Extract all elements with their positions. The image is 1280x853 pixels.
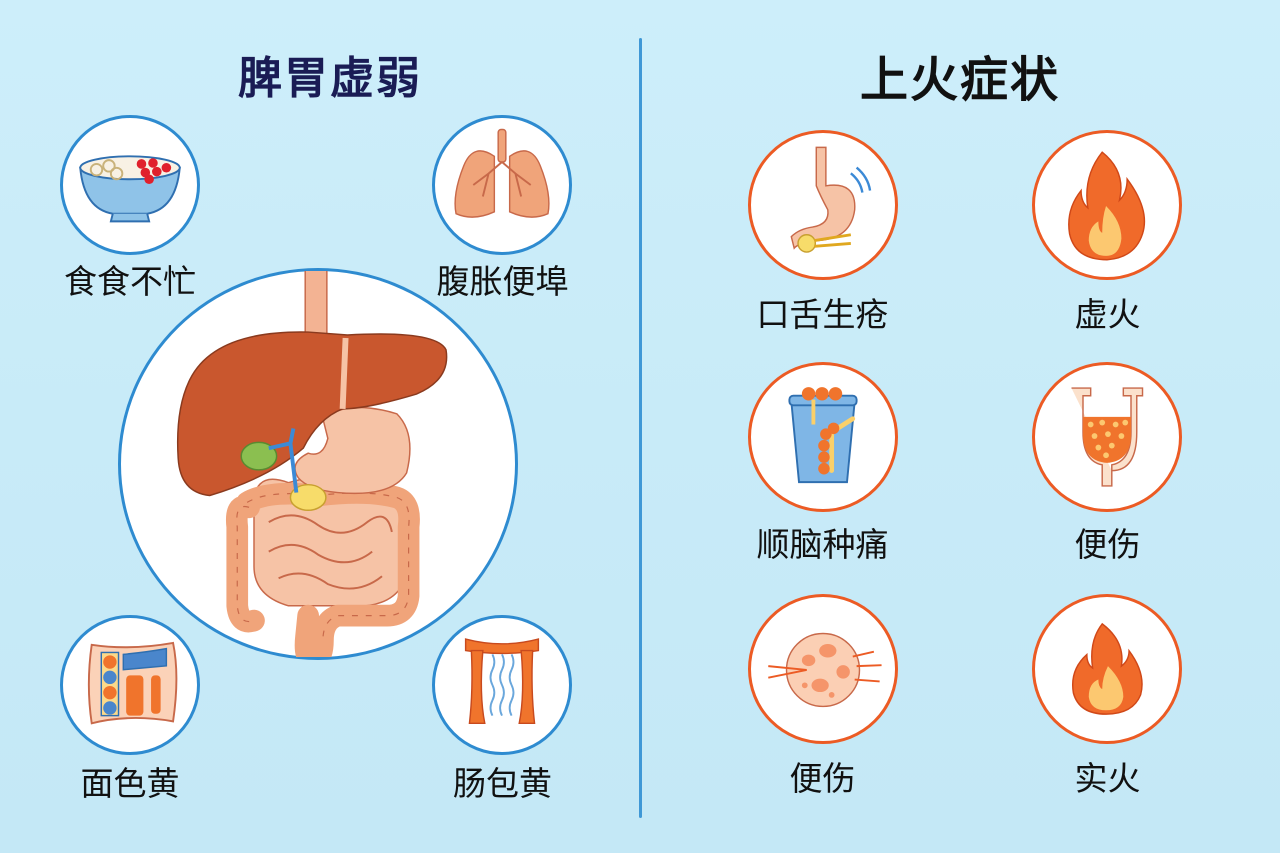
right-panel-title: 上火症状 [859, 52, 1060, 108]
fire-circle [1032, 130, 1182, 280]
right-item-label: 顺脑种痛 [756, 525, 889, 564]
flask-with-bubbles-icon [1071, 387, 1144, 487]
cup-with-beads-icon [788, 387, 858, 484]
left-item-label: 食食不忙 [64, 262, 196, 301]
small-fire-icon [1072, 622, 1143, 715]
small-fire-circle [1032, 594, 1182, 744]
flask-circle [1032, 362, 1182, 512]
lungs-circle [432, 115, 572, 255]
colon-panel-icon [87, 641, 178, 725]
colon-panel-circle [60, 615, 200, 755]
fire-icon [1068, 151, 1146, 261]
intestine-wall-circle [432, 615, 572, 755]
digestive-system-icon [176, 271, 448, 657]
right-item-label: 虚火 [1074, 295, 1141, 334]
panel-divider [639, 38, 642, 818]
right-item-label: 口舌生疮 [756, 295, 889, 334]
cup-circle [748, 362, 898, 512]
left-panel-title: 脾胃虚弱 [238, 53, 422, 104]
stomach-circle [748, 130, 898, 280]
bowl-of-porridge-icon [79, 155, 181, 223]
cell-icon [768, 632, 882, 708]
right-item-label: 便伤 [1074, 525, 1141, 564]
digestive-system-circle [118, 268, 518, 660]
cell-circle [748, 594, 898, 744]
right-item-label: 便伤 [789, 759, 856, 798]
left-item-label: 肠包黄 [453, 764, 552, 803]
right-item-label: 实火 [1074, 759, 1141, 798]
left-item-label: 面色黄 [80, 764, 180, 803]
stomach-icon [790, 146, 872, 253]
lungs-icon [454, 128, 550, 218]
bowl-circle [60, 115, 200, 255]
intestine-wall-icon [464, 638, 540, 725]
left-item-label: 腹胀便埠 [436, 262, 569, 301]
